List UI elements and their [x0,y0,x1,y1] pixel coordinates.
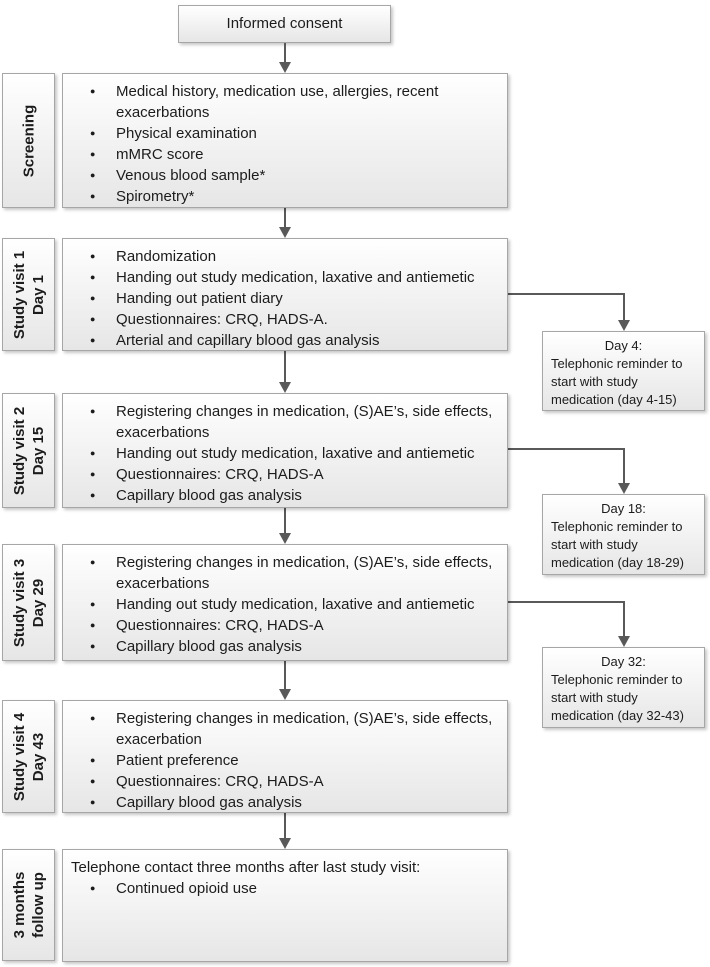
section-label-followup: 3 months follow up [2,849,55,961]
bullet-list: Continued opioid use [63,878,507,899]
bullet-item: Randomization [63,246,507,267]
section-box-visit1: Randomization Handing out study medicati… [62,238,508,351]
arrow-line [284,508,286,533]
label-line: Day 43 [29,732,47,781]
bullet-item: Medical history, medication use, allergi… [63,81,507,123]
section-label-text: 3 months follow up [10,872,48,939]
section-label-screening: Screening [2,73,55,208]
label-line: Day 15 [29,426,47,475]
reminder-box-day32: Day 32: Telephonic reminder to start wit… [542,647,705,728]
arrowhead-down-icon [618,320,630,331]
bullet-item: Capillary blood gas analysis [63,636,507,657]
connector-line-h [508,601,625,603]
reminder-title: Day 32: [601,654,646,669]
bullet-item: mMRC score [63,144,507,165]
arrow-line [284,813,286,838]
reminder-body: Telephonic reminder to start with study … [551,519,684,570]
arrow-line [284,208,286,227]
bullet-item: Questionnaires: CRQ, HADS-A [63,615,507,636]
reminder-body: Telephonic reminder to start with study … [551,672,684,723]
bullet-item: Patient preference [63,750,507,771]
arrowhead-down-icon [618,636,630,647]
bullet-list: Registering changes in medication, (S)AE… [63,552,507,657]
bullet-item: Continued opioid use [63,878,507,899]
section-label-text: Study visit 2 Day 15 [10,406,48,494]
bullet-item: Registering changes in medication, (S)AE… [63,708,507,750]
label-line: 3 months [10,871,28,939]
label-line: follow up [29,872,47,938]
label-line: Day 29 [29,578,47,627]
bullet-list: Registering changes in medication, (S)AE… [63,401,507,506]
section-label-text: Screening [19,104,38,177]
connector-line-v [623,601,625,636]
connector-line-v [623,293,625,320]
section-box-followup: Telephone contact three months after las… [62,849,508,962]
section-box-visit3: Registering changes in medication, (S)AE… [62,544,508,661]
bullet-item: Handing out study medication, laxative a… [63,443,507,464]
arrowhead-down-icon [279,689,291,700]
bullet-list: Registering changes in medication, (S)AE… [63,708,507,813]
arrow-line [284,661,286,689]
bullet-item: Registering changes in medication, (S)AE… [63,401,507,443]
section-label-visit4: Study visit 4 Day 43 [2,700,55,813]
section-label-text: Study visit 1 Day 1 [10,250,48,338]
label-line: Screening [20,104,37,177]
arrow-line [284,43,286,62]
bullet-list: Randomization Handing out study medicati… [63,246,507,351]
section-label-visit3: Study visit 3 Day 29 [2,544,55,661]
label-line: Study visit 1 [10,250,28,339]
label-line: Study visit 4 [10,712,28,801]
bullet-item: Capillary blood gas analysis [63,485,507,506]
reminder-title: Day 4: [604,338,643,353]
section-label-visit1: Study visit 1 Day 1 [2,238,55,351]
arrowhead-down-icon [279,533,291,544]
arrowhead-down-icon [279,62,291,73]
bullet-item: Handing out study medication, laxative a… [63,594,507,615]
bullet-item: Venous blood sample* [63,165,507,186]
bullet-item: Handing out patient diary [63,288,507,309]
bullet-item: Questionnaires: CRQ, HADS-A [63,771,507,792]
bullet-item: Physical examination [63,123,507,144]
section-label-text: Study visit 3 Day 29 [10,558,48,646]
connector-line-h [508,293,625,295]
arrowhead-down-icon [618,483,630,494]
arrow-line [284,351,286,382]
bullet-item: Spirometry* [63,186,507,207]
connector-line-v [623,448,625,483]
bullet-item: Registering changes in medication, (S)AE… [63,552,507,594]
arrowhead-down-icon [279,227,291,238]
informed-consent-box: Informed consent [178,5,391,43]
bullet-item: Handing out study medication, laxative a… [63,267,507,288]
section-box-visit4: Registering changes in medication, (S)AE… [62,700,508,813]
arrowhead-down-icon [279,382,291,393]
reminder-box-day18: Day 18: Telephonic reminder to start wit… [542,494,705,575]
section-box-screening: Medical history, medication use, allergi… [62,73,508,208]
reminder-body: Telephonic reminder to start with study … [551,356,683,407]
connector-line-h [508,448,625,450]
arrowhead-down-icon [279,838,291,849]
section-box-visit2: Registering changes in medication, (S)AE… [62,393,508,508]
bullet-item: Questionnaires: CRQ, HADS-A [63,464,507,485]
label-line: Study visit 2 [10,406,28,495]
bullet-item: Capillary blood gas analysis [63,792,507,813]
followup-heading: Telephone contact three months after las… [71,859,421,876]
section-label-text: Study visit 4 Day 43 [10,712,48,800]
section-label-visit2: Study visit 2 Day 15 [2,393,55,508]
reminder-title: Day 18: [601,501,646,516]
label-line: Study visit 3 [10,558,28,647]
bullet-item: Arterial and capillary blood gas analysi… [63,330,507,351]
reminder-box-day4: Day 4: Telephonic reminder to start with… [542,331,705,411]
bullet-list: Medical history, medication use, allergi… [63,81,507,207]
label-line: Day 1 [29,274,47,315]
bullet-item: Questionnaires: CRQ, HADS-A. [63,309,507,330]
